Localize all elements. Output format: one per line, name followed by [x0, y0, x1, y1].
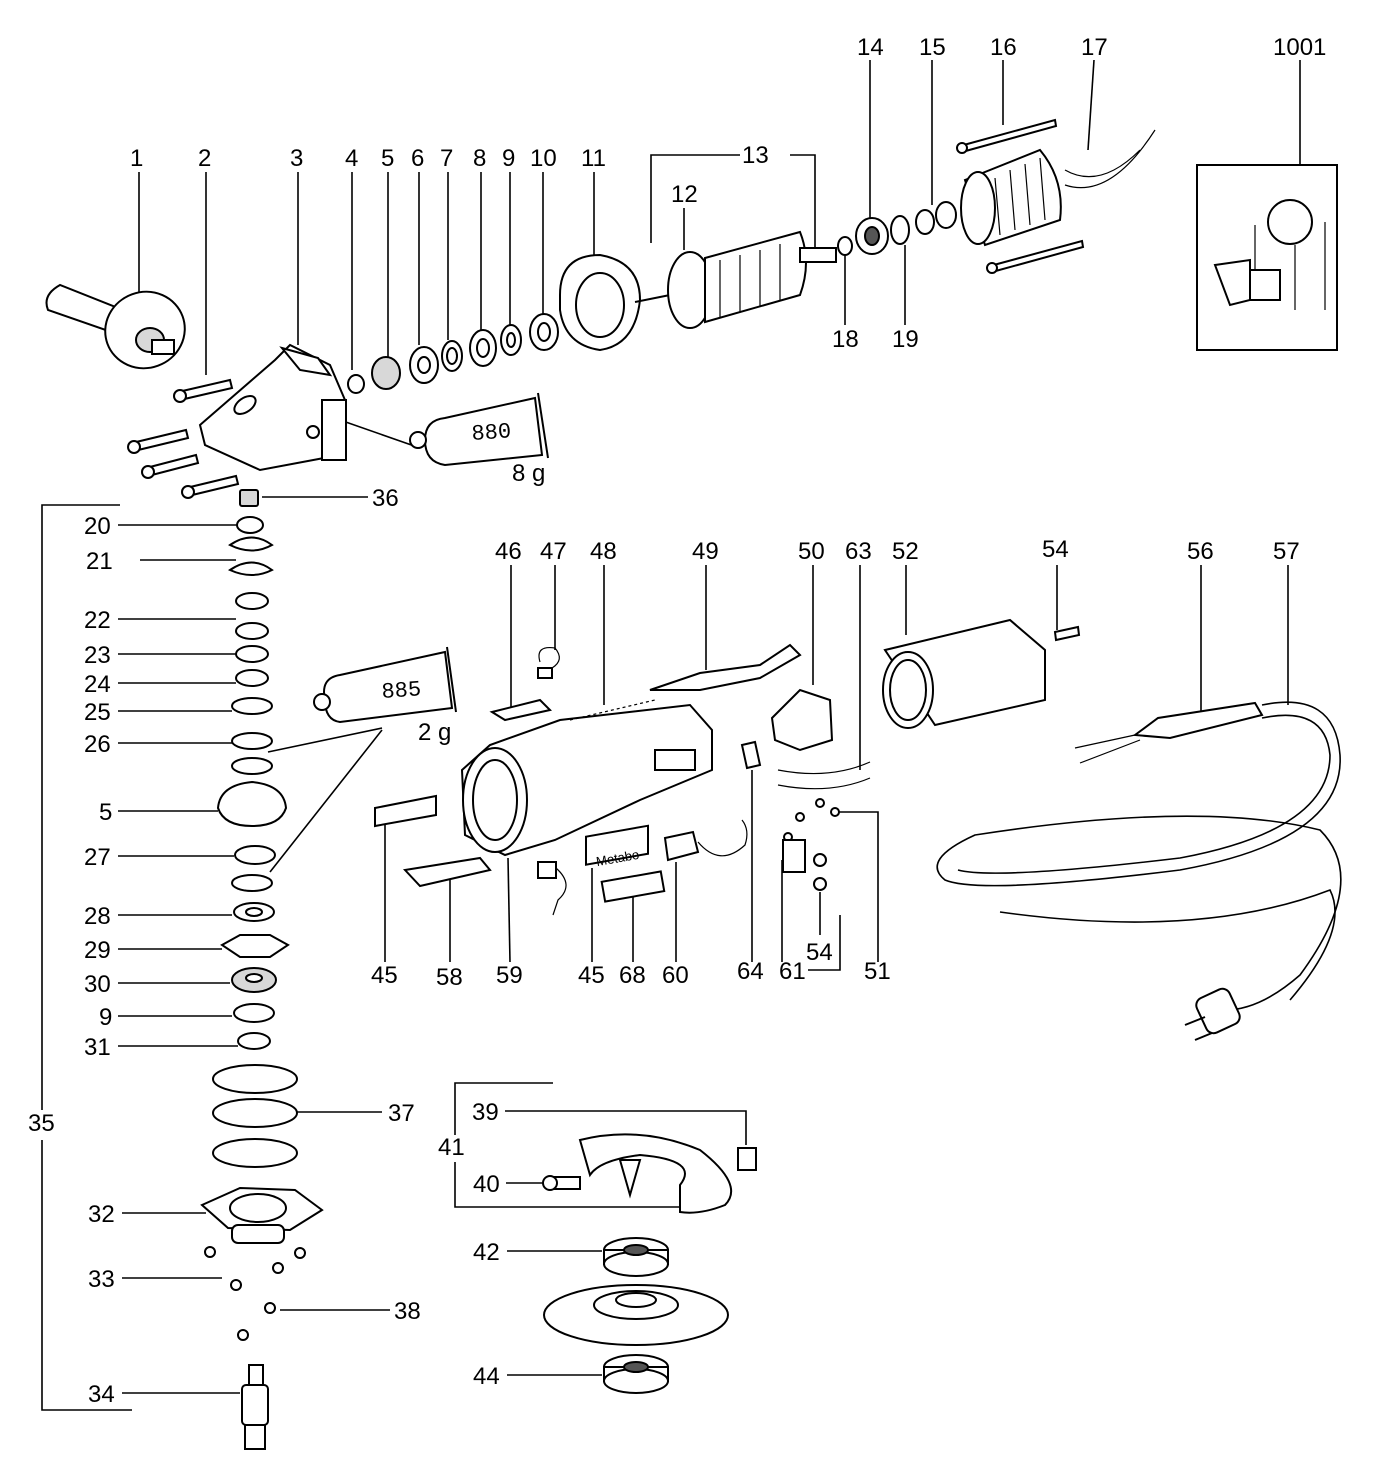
callout-23: 23 [84, 642, 111, 669]
flange-disk-nut [543, 1237, 729, 1394]
callout-28: 28 [84, 903, 111, 930]
wiring-schematic [1196, 164, 1338, 351]
motor-housing [460, 703, 713, 857]
callout-63: 63 [845, 538, 872, 565]
callout-35: 35 [28, 1110, 55, 1137]
side-handle [45, 283, 186, 370]
callout-64: 64 [737, 958, 764, 985]
callout-41: 41 [438, 1134, 465, 1161]
callout-50: 50 [798, 538, 825, 565]
callout-49: 49 [692, 538, 719, 565]
callout-10: 10 [530, 145, 557, 172]
callout-2: 2 [198, 145, 211, 172]
callout-54-lower: 54 [806, 939, 833, 966]
callout-6: 6 [411, 145, 424, 172]
callout-4: 4 [345, 145, 358, 172]
switch-parts [489, 643, 871, 891]
callout-37: 37 [388, 1100, 415, 1127]
callout-61: 61 [779, 958, 806, 985]
callout-38: 38 [394, 1298, 421, 1325]
callout-14: 14 [857, 34, 884, 61]
callout-45-left: 45 [371, 962, 398, 989]
field-coil [956, 118, 1156, 274]
callout-47: 47 [540, 538, 567, 565]
callout-45-right: 45 [578, 962, 605, 989]
small-rings [347, 313, 559, 394]
callout-25: 25 [84, 699, 111, 726]
grease-tube-885 [313, 646, 457, 724]
callout-44: 44 [473, 1363, 500, 1390]
callout-16: 16 [990, 34, 1017, 61]
callout-40: 40 [473, 1171, 500, 1198]
bearing-and-rings [837, 201, 957, 256]
tube-880-code: 880 [471, 419, 512, 447]
callout-42: 42 [473, 1239, 500, 1266]
callout-20: 20 [84, 513, 111, 540]
callout-1: 1 [130, 145, 143, 172]
callout-33: 33 [88, 1266, 115, 1293]
callout-1001: 1001 [1273, 34, 1326, 61]
leader-lines [41, 59, 1301, 1411]
callout-48: 48 [590, 538, 617, 565]
callout-8: 8 [473, 145, 486, 172]
armature [634, 230, 837, 329]
power-cord [936, 701, 1342, 1041]
callout-32: 32 [88, 1201, 115, 1228]
part-shapes [45, 118, 1342, 1450]
callout-58: 58 [436, 964, 463, 991]
callout-19: 19 [892, 326, 919, 353]
callout-51: 51 [864, 958, 891, 985]
callout-31: 31 [84, 1034, 111, 1061]
callout-60: 60 [662, 962, 689, 989]
labels-and-plates [374, 794, 748, 916]
tube-880-weight: 8 g [512, 460, 545, 487]
callout-17: 17 [1081, 34, 1108, 61]
callout-21: 21 [86, 548, 113, 575]
screws-2 [127, 378, 240, 499]
spindle-stack [200, 516, 324, 1450]
callout-30: 30 [84, 971, 111, 998]
callout-22: 22 [84, 607, 111, 634]
callout-9: 9 [502, 145, 515, 172]
callout-18: 18 [832, 326, 859, 353]
callout-numbers: 1 2 3 4 5 6 7 8 9 10 11 12 13 14 15 16 1… [28, 34, 1326, 1408]
callout-13: 13 [742, 142, 769, 169]
gear-housing [198, 343, 347, 472]
fan-baffle [559, 253, 642, 352]
callout-52: 52 [892, 538, 919, 565]
tube-885-weight: 2 g [418, 719, 451, 746]
callout-24: 24 [84, 671, 111, 698]
callout-57: 57 [1273, 538, 1300, 565]
callout-27: 27 [84, 844, 111, 871]
callout-5-left: 5 [99, 799, 112, 826]
callout-3: 3 [290, 145, 303, 172]
grease-tube-880 [409, 392, 549, 467]
wheel-guard [542, 1133, 757, 1214]
callout-54: 54 [1042, 536, 1069, 563]
callout-26: 26 [84, 731, 111, 758]
metabo-logo: Metabo [595, 847, 640, 869]
motor-cover [882, 618, 1081, 729]
nut-36 [239, 489, 259, 507]
callout-7: 7 [440, 145, 453, 172]
callout-34: 34 [88, 1381, 115, 1408]
callout-46: 46 [495, 538, 522, 565]
callout-12: 12 [671, 181, 698, 208]
callout-5: 5 [381, 145, 394, 172]
callout-68: 68 [619, 962, 646, 989]
callout-39: 39 [472, 1099, 499, 1126]
callout-11: 11 [581, 145, 606, 172]
callout-15: 15 [919, 34, 946, 61]
tube-885-code: 885 [381, 677, 422, 705]
callout-56: 56 [1187, 538, 1214, 565]
callout-59: 59 [496, 962, 523, 989]
callout-29: 29 [84, 937, 111, 964]
callout-36: 36 [372, 485, 399, 512]
callout-9-left: 9 [99, 1004, 112, 1031]
